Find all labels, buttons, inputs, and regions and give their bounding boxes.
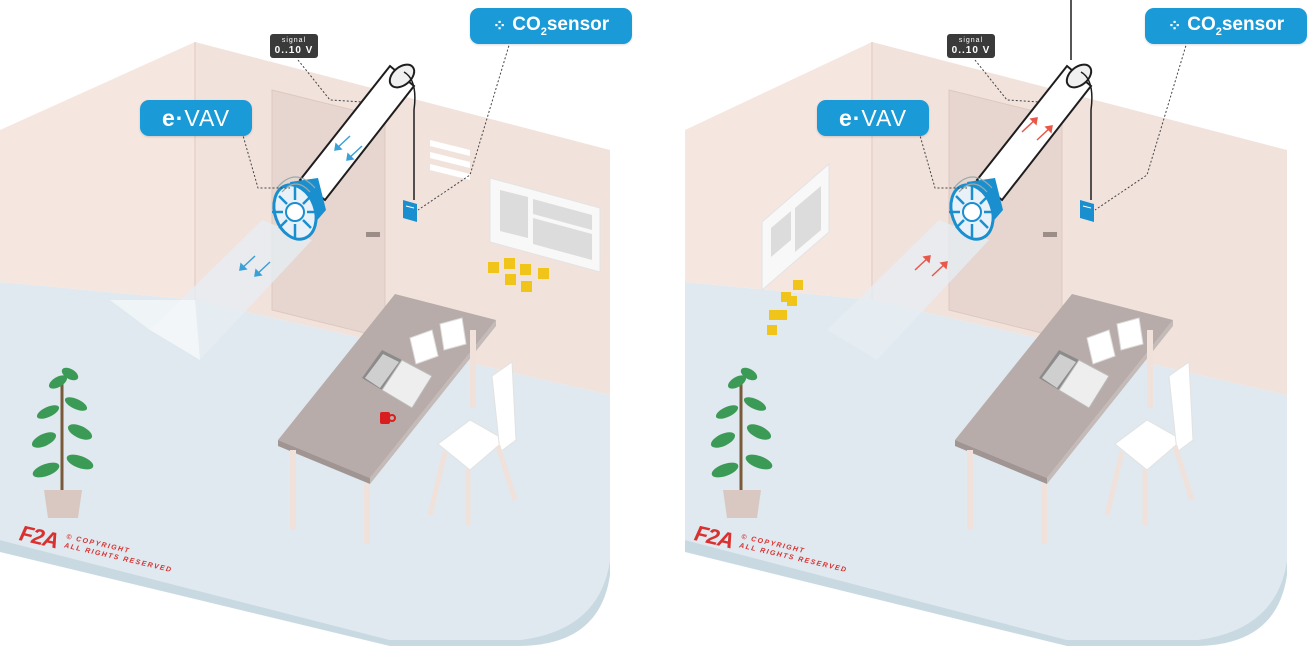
evav-label: e·VAV xyxy=(817,100,929,136)
evav-prefix: e· xyxy=(162,105,184,132)
co2-sensor-label: ⁘ CO2sensor xyxy=(470,8,632,44)
signal-caption: signal xyxy=(270,34,318,45)
left-wall xyxy=(0,42,195,300)
co2-text: CO2sensor xyxy=(512,14,609,38)
evav-suffix: VAV xyxy=(861,105,907,132)
signal-range: 0..10 V xyxy=(947,45,995,56)
evav-label: e·VAV xyxy=(140,100,252,136)
co2-sensor-label: ⁘ CO2sensor xyxy=(1145,8,1307,44)
co2-molecule-icon: ⁘ xyxy=(493,16,504,36)
door-handle xyxy=(366,232,380,237)
door-handle xyxy=(1043,232,1057,237)
co2-molecule-icon: ⁘ xyxy=(1168,16,1179,36)
paper-sheet xyxy=(1117,318,1143,350)
signal-caption: signal xyxy=(947,34,995,45)
paper-sheet xyxy=(440,318,466,350)
evav-suffix: VAV xyxy=(184,105,230,132)
evav-prefix: e· xyxy=(839,105,861,132)
signal-range: 0..10 V xyxy=(270,45,318,56)
signal-tag: signal 0..10 V xyxy=(947,34,995,58)
co2-text: CO2sensor xyxy=(1187,14,1284,38)
signal-tag: signal 0..10 V xyxy=(270,34,318,58)
right-scene: signal 0..10 V e·VAV ⁘ CO2sensor F2A © C… xyxy=(657,0,1314,646)
left-scene: signal 0..10 V e·VAV ⁘ CO2sensor F2A © C… xyxy=(0,0,657,646)
